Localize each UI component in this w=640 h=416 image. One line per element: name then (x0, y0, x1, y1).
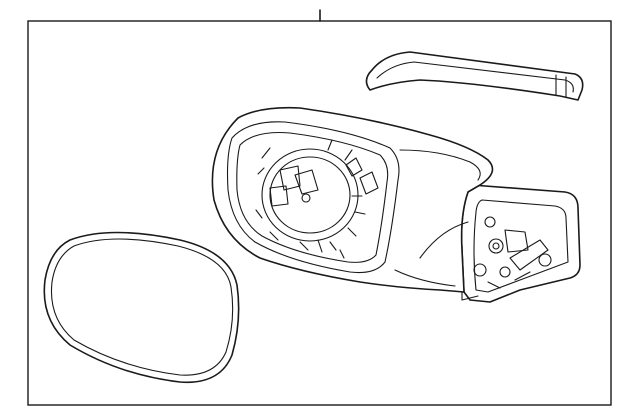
mirror-glass (43, 231, 240, 384)
diagram-frame (27, 20, 612, 406)
mirror-housing-assembly (211, 106, 494, 293)
turn-signal-lamp (365, 51, 584, 101)
mounting-base (460, 184, 581, 303)
